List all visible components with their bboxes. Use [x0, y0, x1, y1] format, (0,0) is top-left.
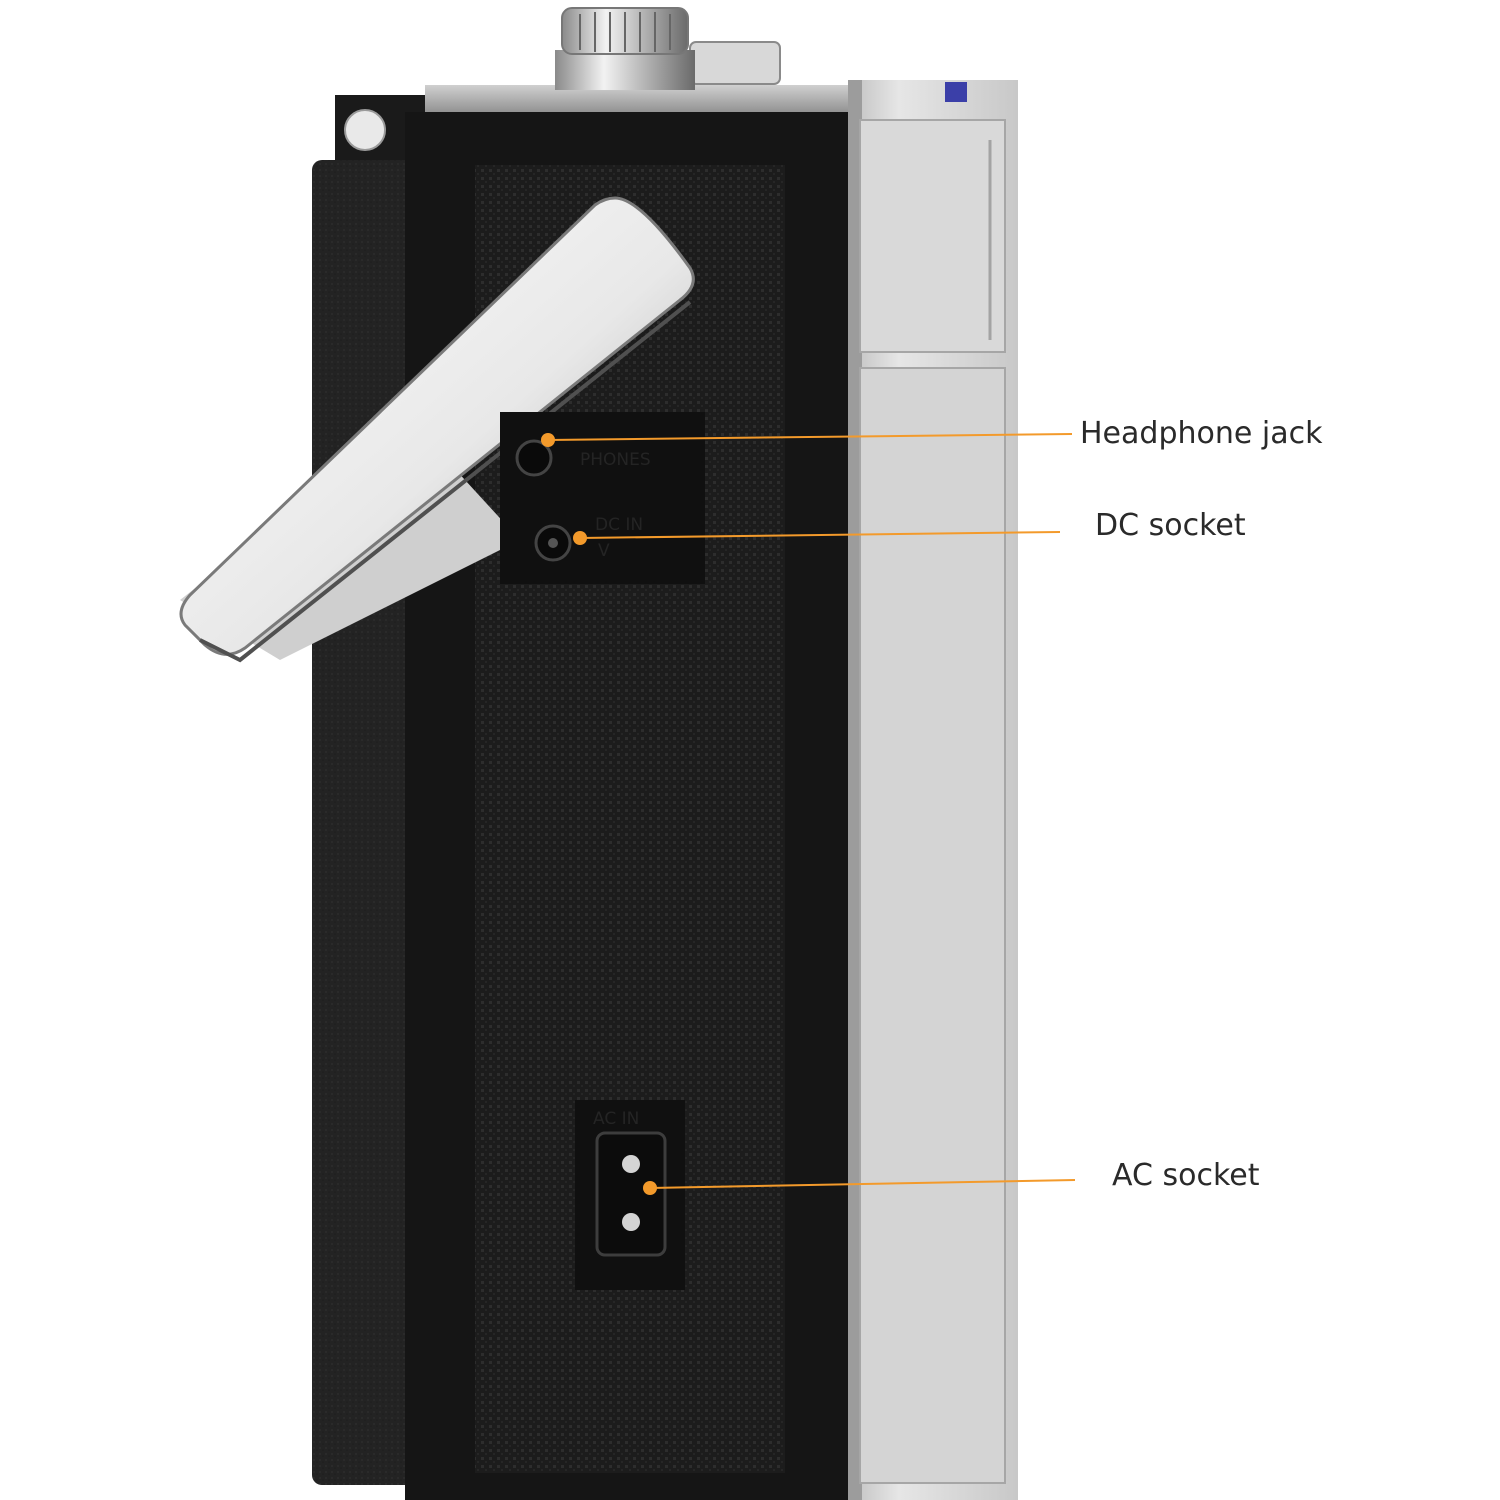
ac-socket-label: AC socket — [1112, 1158, 1260, 1193]
callout-lines — [541, 433, 1076, 1195]
dc-volt-marking: V — [598, 541, 610, 561]
dc-callout-dot — [573, 531, 587, 545]
headphone-jack-label: Headphone jack — [1080, 416, 1323, 451]
headphone-jack[interactable] — [515, 439, 553, 477]
jack-panel: PHONES DC IN V — [500, 412, 705, 584]
phones-marking: PHONES — [580, 450, 651, 470]
carry-handle — [179, 196, 695, 663]
ac-socket[interactable] — [595, 1131, 667, 1257]
headphone-callout-line — [547, 433, 1073, 441]
tuning-knob — [555, 7, 781, 90]
dc-callout-line — [579, 531, 1061, 539]
ac-callout-dot — [643, 1181, 657, 1195]
ac-socket-panel: AC IN — [575, 1100, 685, 1290]
dc-socket-label: DC socket — [1095, 508, 1246, 543]
dc-in-marking: DC IN — [595, 515, 643, 535]
ac-in-marking: AC IN — [593, 1109, 639, 1129]
silver-front-edge — [848, 80, 1018, 1500]
ac-callout-line — [649, 1179, 1076, 1189]
headphone-callout-dot — [541, 433, 555, 447]
